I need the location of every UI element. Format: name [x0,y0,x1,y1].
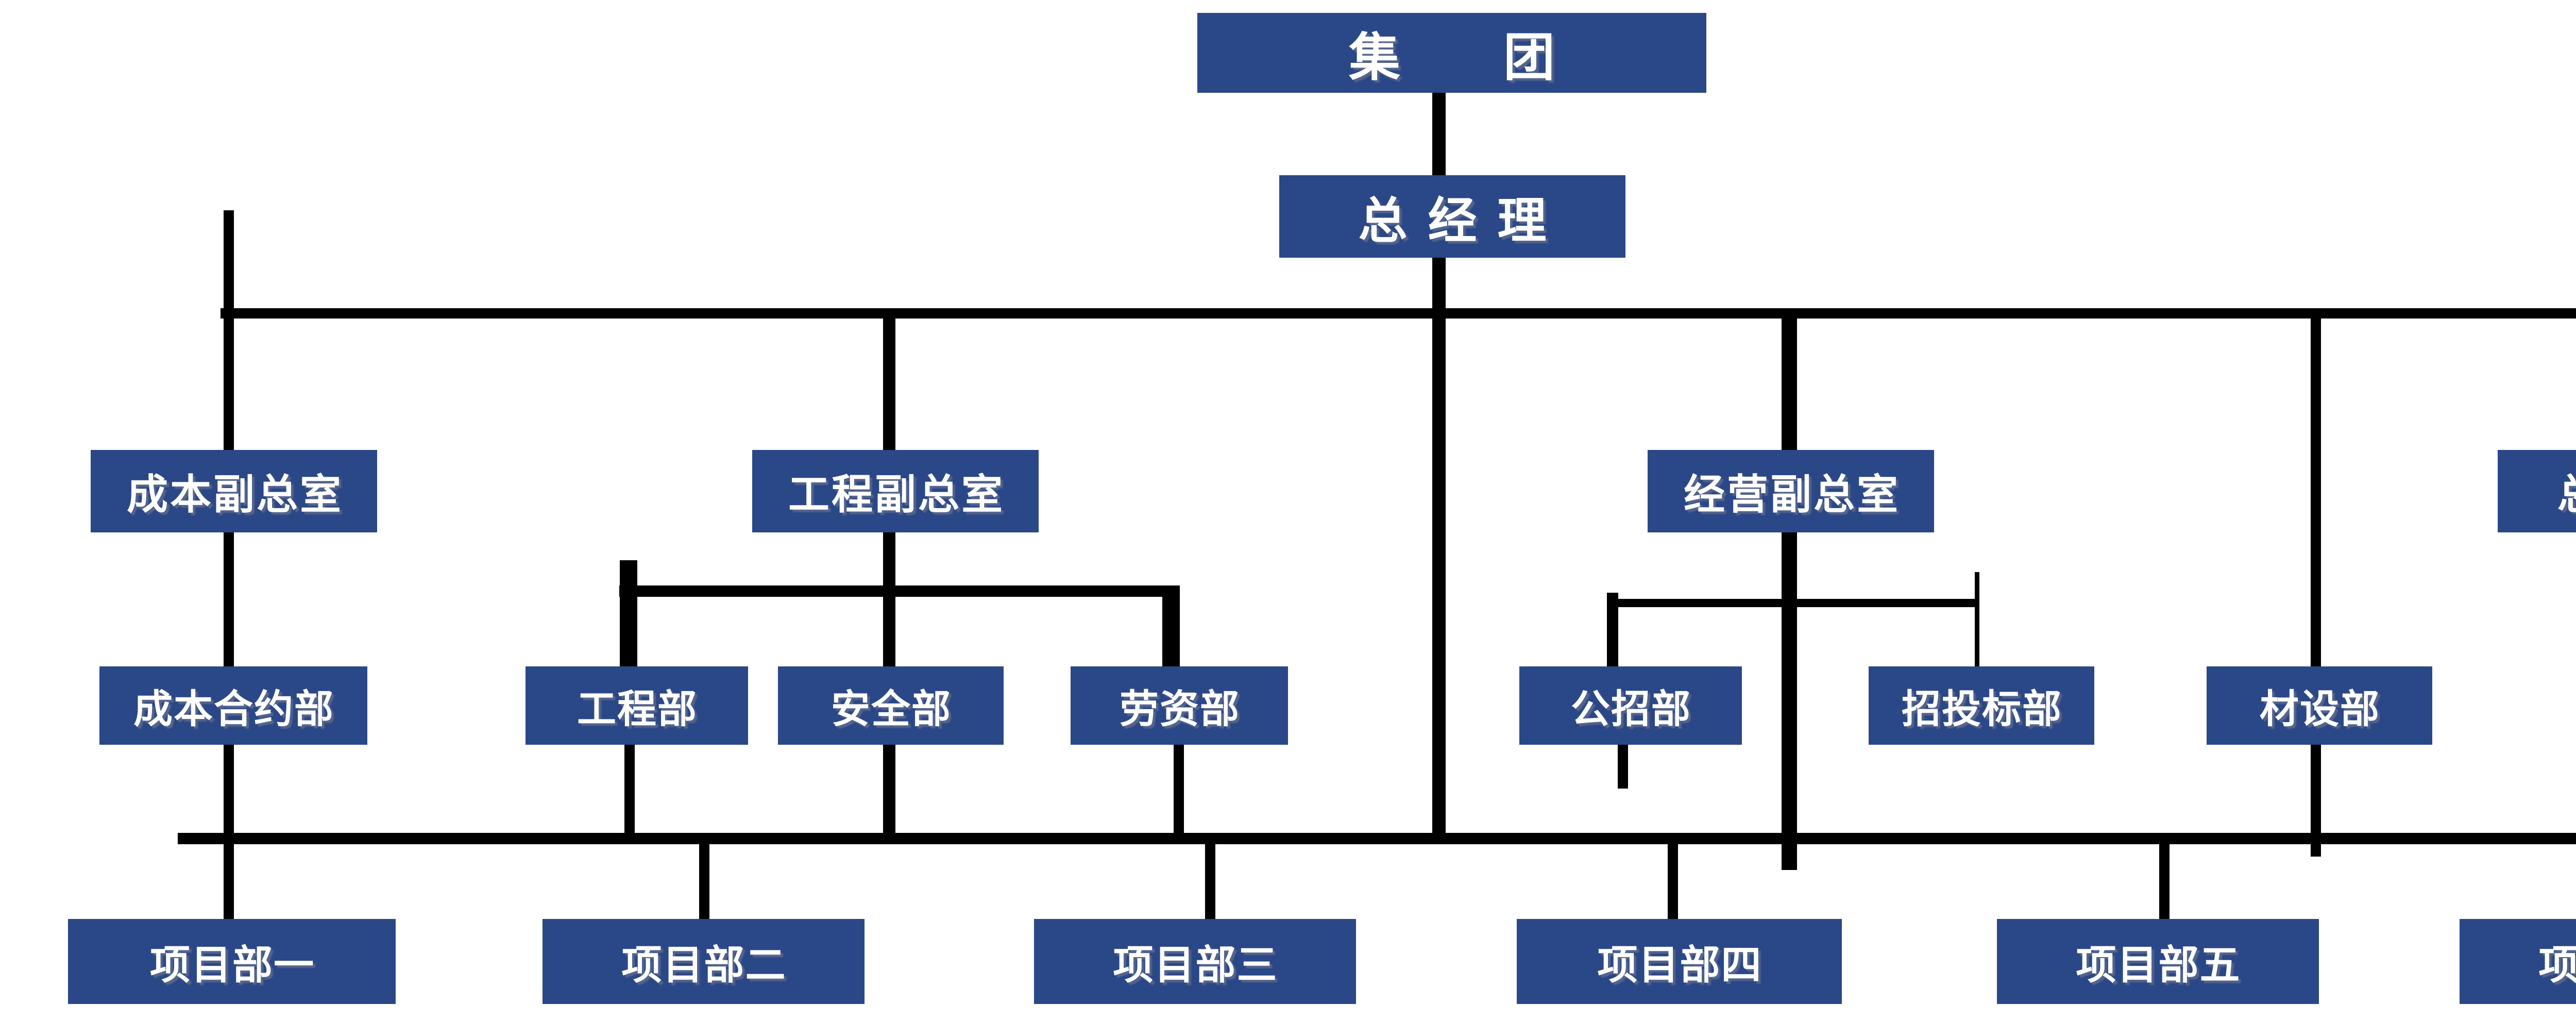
org-node-materials-equipment-dept: 材设部 [2207,666,2432,745]
connector-drop-project-5 [2159,840,2170,919]
org-node-cost-contract-dept: 成本合约部 [99,666,367,745]
connector-trunk-group-to-gm [1432,92,1446,176]
org-node-public-bidding-dept: 公招部 [1519,666,1742,745]
org-node-project-dept-5: 项目部五 [1997,919,2319,1004]
connector-bottom-bus [178,833,2576,844]
connector-bar-operations-children [1607,599,1979,607]
org-node-project-dept-3: 项目部三 [1034,919,1356,1004]
connector-col-cost-branch [224,210,234,919]
connector-col-operations-branch [1782,308,1797,870]
org-node-tendering-dept: 招投标部 [1869,666,2094,745]
connector-drop-tendering-dept [1975,572,1979,666]
org-node-project-dept-4: 项目部四 [1517,919,1842,1004]
org-node-project-dept-n: 项目部N [2460,919,2576,1004]
connector-bar-engineering-children [619,585,1180,597]
connector-drop-project-3 [1205,840,1215,919]
org-node-engineering-deputy-office: 工程副总室 [752,450,1039,532]
org-node-labor-wage-dept: 劳资部 [1071,666,1288,745]
connector-line-engineering-dept-to-bus [624,745,635,841]
org-node-cost-deputy-office: 成本副总室 [91,450,377,532]
org-node-safety-dept: 安全部 [778,666,1004,745]
connector-top-bus [221,308,2576,319]
org-node-chief-engineer-office: 总 工 室 [2498,450,2576,532]
connector-trunk-gm-to-bottom-bus [1432,257,1446,841]
connector-line-labor-wage-dept-to-bus [1174,745,1184,841]
connector-drop-project-4 [1668,840,1678,919]
org-node-operations-deputy-office: 经营副总室 [1648,450,1934,532]
org-node-project-dept-2: 项目部二 [543,919,865,1004]
org-node-project-dept-1: 项目部一 [68,919,396,1004]
connector-drop-public-bidding-dept [1607,593,1618,666]
connector-col-materials-branch [2311,308,2321,857]
connector-col-engineering-branch [883,308,895,840]
org-node-general-manager: 总经理 [1279,175,1625,258]
connector-drop-project-2 [699,840,709,919]
org-node-group: 集 团 [1197,13,1706,93]
connector-drop-labor-wage-dept [1162,588,1180,666]
connector-drop-engineering-dept [620,560,637,666]
connector-stub-public-bidding-below [1618,745,1628,789]
org-node-engineering-dept: 工程部 [526,666,748,745]
